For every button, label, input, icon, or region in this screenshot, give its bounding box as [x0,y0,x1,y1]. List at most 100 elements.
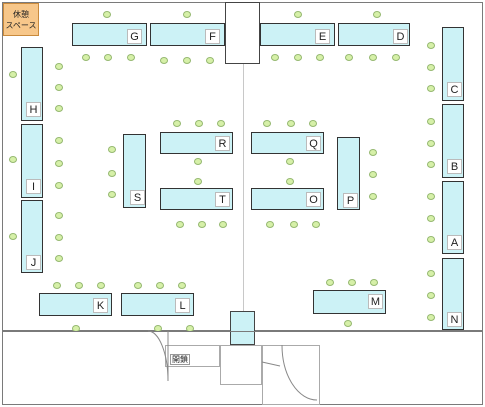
door-arc-right [281,344,318,401]
table-s [123,134,146,208]
chair [369,193,377,200]
table-p [337,137,360,210]
table-label-b: B [447,159,462,174]
chair [55,63,63,70]
center-divider [243,62,244,330]
chair [178,282,186,289]
rest-area: 休憩 スペース [3,3,39,36]
chair [263,120,271,127]
chair [271,54,279,61]
rest-area-line2: スペース [5,21,37,30]
chair [427,270,435,277]
rest-area-line1: 休憩 [13,10,29,19]
chair [173,120,181,127]
chair [176,221,184,228]
table-label-t: T [215,192,230,207]
chair [312,221,320,228]
chair [427,161,435,168]
chair [266,221,274,228]
chair [82,54,90,61]
chair [198,221,206,228]
chair [286,178,294,185]
table-q [251,132,324,154]
chair [217,120,225,127]
table-o [251,188,324,210]
chair [345,54,353,61]
table-label-q: Q [306,136,321,151]
table-label-m: M [368,294,383,309]
chair [427,292,435,299]
chair [103,11,111,18]
chair [55,84,63,91]
chair [294,54,302,61]
chair [9,233,17,240]
chair [53,282,61,289]
chair [55,255,63,262]
chair [369,171,377,178]
table-t [160,188,233,210]
chair [427,118,435,125]
chair [344,320,352,327]
table-label-c: C [447,82,462,97]
chair [160,57,168,64]
chair [134,282,142,289]
chair [369,149,377,156]
chair [392,54,400,61]
top-pillar [225,2,260,64]
chair [427,85,435,92]
chair [348,279,356,286]
table-label-d: D [393,29,408,44]
table-label-e: E [315,29,330,44]
lower-room-right [262,345,320,405]
opening-label: 開鎖 [170,354,190,365]
chair [104,54,112,61]
table-label-h: H [26,102,41,117]
chair [427,215,435,222]
chair [294,11,302,18]
chair [427,236,435,243]
chair [290,221,298,228]
door-leaf-center [261,361,281,367]
chair [286,158,294,165]
table-label-n: N [447,312,462,327]
table-label-l: L [175,298,190,313]
chair [108,170,116,177]
chair [55,160,63,167]
chair [309,120,317,127]
table-label-o: O [306,192,321,207]
chair [326,279,334,286]
chair [194,178,202,185]
chair [427,42,435,49]
chair [55,212,63,219]
chair [127,54,135,61]
chair [427,64,435,71]
table-r [160,132,233,154]
chair [108,191,116,198]
chair [108,146,116,153]
entrance-pillar [230,311,255,345]
table-d [338,23,410,46]
chair [369,54,377,61]
chair [194,158,202,165]
table-label-k: K [93,298,108,313]
chair [55,182,63,189]
door-arc-left [147,330,169,382]
table-label-f: F [205,29,220,44]
chair [370,279,378,286]
chair [427,140,435,147]
chair [183,11,191,18]
lower-room-center [220,345,262,385]
chair [156,282,164,289]
chair [316,54,324,61]
chair [219,221,227,228]
chair [9,71,17,78]
table-label-i: I [26,179,41,194]
table-label-j: J [26,255,41,270]
chair [195,120,203,127]
chair [9,156,17,163]
table-label-p: P [343,193,358,208]
table-label-g: G [127,29,142,44]
chair [75,282,83,289]
chair [97,282,105,289]
chair [183,57,191,64]
